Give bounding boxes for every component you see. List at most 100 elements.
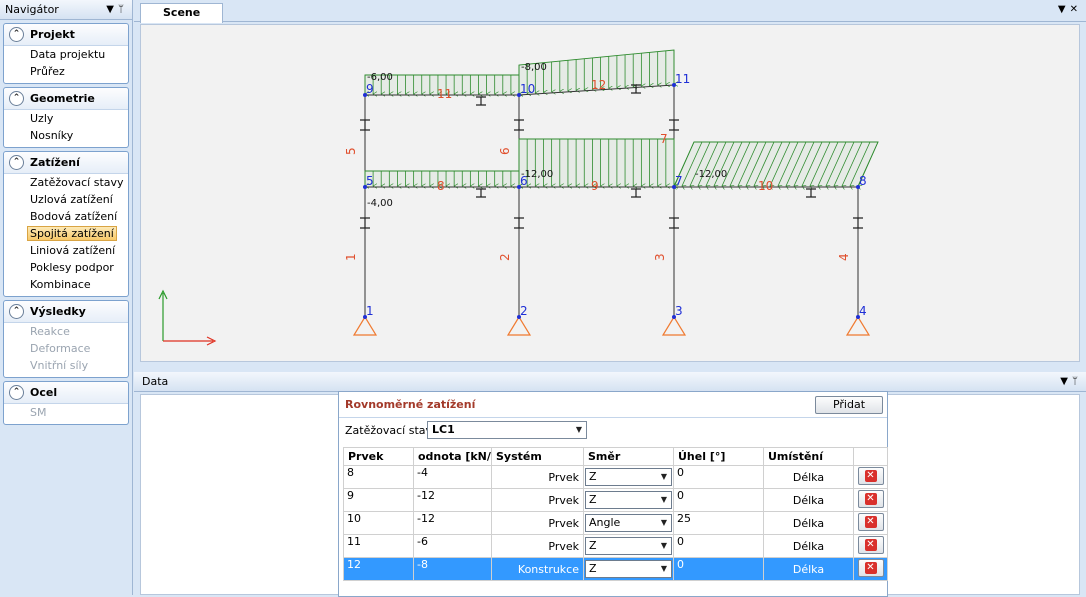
cell-system[interactable]: Konstrukce [491,557,584,581]
cell-hodnota[interactable]: -8 [413,557,492,581]
nav-item-uzlova-zatizeni[interactable]: Uzlová zatížení [30,193,113,206]
cell-umisteni[interactable]: Délka [763,534,854,558]
cell-uhel[interactable]: 0 [673,557,764,581]
load-1[interactable]: -6,00 [365,72,519,95]
dropdown-icon[interactable]: ▼ [1060,376,1072,387]
nav-item-uzly[interactable]: Uzly [30,112,54,125]
delete-button[interactable]: ✕ [857,467,884,485]
dropdown-icon[interactable]: ▼ [1057,4,1070,15]
column-header-system[interactable]: Systém [491,447,584,466]
cell-system[interactable]: Prvek [491,488,584,512]
cell-umisteni[interactable]: Délka [763,488,854,512]
cell-uhel[interactable]: 25 [673,511,764,535]
load-4[interactable]: -12,00 [674,141,879,187]
collapse-icon[interactable]: ⌃ [9,91,24,106]
delete-button[interactable]: ✕ [857,559,884,577]
cell-smer[interactable]: Z▼ [583,534,674,558]
cell-umisteni[interactable]: Délka [763,511,854,535]
close-icon[interactable]: ✕ [1069,4,1082,15]
cell-prvek[interactable]: 12 [343,557,414,581]
load-3[interactable]: -12,00 [519,138,674,187]
cell-prvek[interactable]: 9 [343,488,414,512]
column-header-umisteni[interactable]: Umístění [763,447,854,466]
nav-item-bodova-zatizeni[interactable]: Bodová zatížení [30,210,118,223]
support-triangle-icon[interactable] [661,315,687,336]
cell-uhel[interactable]: 0 [673,534,764,558]
nav-item-nosniky[interactable]: Nosníky [30,129,74,142]
collapse-icon[interactable]: ⌃ [9,385,24,400]
node-point[interactable] [363,93,367,97]
nav-item-data-projektu[interactable]: Data projektu [30,48,106,61]
collapse-icon[interactable]: ⌃ [9,155,24,170]
nav-item-spojita-zatizeni[interactable]: Spojitá zatížení [4,225,128,242]
delete-button[interactable]: ✕ [857,513,884,531]
cell-smer[interactable]: Z▼ [583,488,674,512]
cell-uhel[interactable]: 0 [673,488,764,512]
cell-prvek[interactable]: 8 [343,465,414,489]
nav-item-prurez[interactable]: Průřez [30,65,65,78]
nav-group-title[interactable]: ⌃ Geometrie [4,88,128,110]
nav-item-zatezovaci-stavy[interactable]: Zatěžovací stavy [30,176,124,189]
cell-umisteni[interactable]: Délka [763,557,854,581]
column-header-smer[interactable]: Směr [583,447,674,466]
load-case-select[interactable]: LC1 ▼ [427,421,587,439]
nav-group-title[interactable]: ⌃ Výsledky [4,301,128,323]
cell-uhel[interactable]: 0 [673,465,764,489]
collapse-icon[interactable]: ⌃ [9,27,24,42]
collapse-icon[interactable]: ⌃ [9,304,24,319]
cell-system[interactable]: Prvek [491,511,584,535]
column-header-uhel[interactable]: Úhel [°] [673,447,764,466]
node-point[interactable] [672,185,676,189]
column-header-hodnota[interactable]: odnota [kN/n [413,447,492,466]
direction-select[interactable]: Z▼ [585,491,672,509]
add-button[interactable]: Přidat [815,396,883,414]
pin-icon[interactable]: ᛘ [118,4,128,15]
node-point[interactable] [856,185,860,189]
support-triangle-icon[interactable] [352,315,378,336]
tab-scene[interactable]: Scene [140,3,224,23]
delete-button[interactable]: ✕ [857,536,884,554]
cell-system[interactable]: Prvek [491,534,584,558]
cell-smer[interactable]: Z▼ [583,465,674,489]
load-2[interactable]: -8,00 [519,49,674,95]
cell-system[interactable]: Prvek [491,465,584,489]
node-point[interactable] [672,315,676,319]
cell-hodnota[interactable]: -12 [413,488,492,512]
nav-item-poklesy-podpor[interactable]: Poklesy podpor [30,261,114,274]
nav-group-title[interactable]: ⌃ Ocel [4,382,128,404]
dropdown-icon[interactable]: ▼ [106,4,118,15]
cell-hodnota[interactable]: -4 [413,465,492,489]
direction-select[interactable]: Z▼ [585,468,672,486]
cell-umisteni[interactable]: Délka [763,465,854,489]
delete-button[interactable]: ✕ [857,490,884,508]
node-point[interactable] [363,315,367,319]
nav-group-title[interactable]: ⌃ Zatížení [4,152,128,174]
nav-group-title[interactable]: ⌃ Projekt [4,24,128,46]
node-point[interactable] [517,315,521,319]
cell-prvek[interactable]: 10 [343,511,414,535]
nav-item-liniova-zatizeni[interactable]: Liniová zatížení [30,244,116,257]
load-5[interactable]: -4,00 [365,170,519,209]
cell-smer[interactable]: Angle▼ [583,511,674,535]
node-point[interactable] [363,185,367,189]
cell-prvek[interactable]: 11 [343,534,414,558]
pin-icon[interactable]: ᛘ [1072,376,1082,387]
cell-hodnota[interactable]: -6 [413,534,492,558]
direction-select[interactable]: Angle▼ [585,514,672,532]
column-header-prvek[interactable]: Prvek [343,447,414,466]
cell-smer[interactable]: Z▼ [583,557,674,581]
support-triangle-icon[interactable] [845,315,871,336]
direction-select[interactable]: Z▼ [585,560,672,578]
node-point[interactable] [672,83,676,87]
node-point[interactable] [856,315,860,319]
node-point[interactable] [517,93,521,97]
direction-select[interactable]: Z▼ [585,537,672,555]
cell-hodnota[interactable]: -12 [413,511,492,535]
node-point[interactable] [517,185,521,189]
